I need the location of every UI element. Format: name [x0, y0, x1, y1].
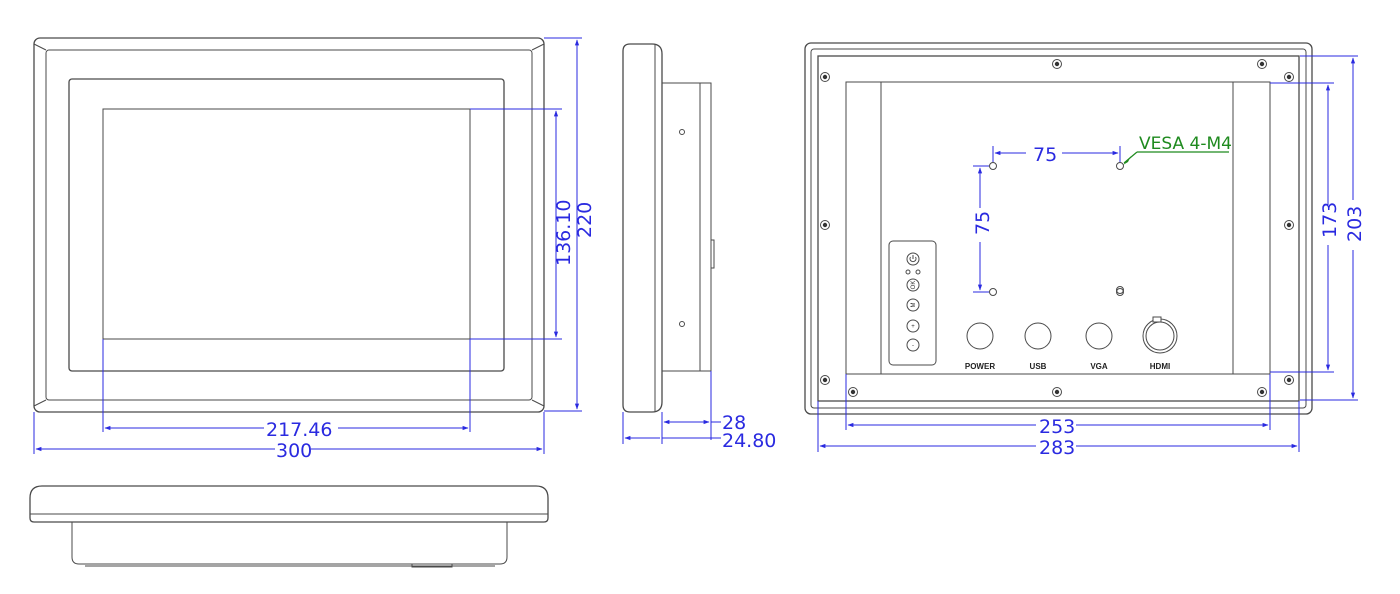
osd-minus-label: -	[912, 343, 914, 349]
mounting-screws	[820, 59, 1294, 397]
dim-vesa-horizontal: 75	[1033, 144, 1057, 166]
vesa-dimensions	[973, 146, 1121, 293]
front-dimensions	[33, 37, 582, 454]
osd-menu-label: M	[911, 303, 917, 308]
back-view	[804, 42, 1313, 415]
screw-icon	[1052, 387, 1062, 397]
side-dimensions	[622, 371, 721, 444]
port-hdmi-label: HDMI	[1150, 362, 1170, 371]
dim-back-outer-height: 203	[1344, 206, 1366, 242]
dim-back-inner-height: 173	[1319, 202, 1341, 238]
dim-back-outer-width: 283	[1039, 437, 1075, 459]
side-view	[622, 43, 715, 413]
dim-screen-width: 217.46	[266, 419, 332, 441]
dim-overall-width: 300	[276, 440, 312, 462]
connectors	[966, 286, 1178, 354]
port-vga-label: VGA	[1090, 362, 1108, 371]
osd-ok-label: OK	[911, 281, 917, 290]
bottom-view	[29, 485, 549, 568]
screw-icon	[820, 375, 830, 385]
screw-icon	[1284, 72, 1294, 82]
osd-plus-label: +	[911, 324, 915, 330]
back-dimensions	[817, 55, 1358, 452]
screw-icon	[848, 387, 858, 397]
screw-icon	[1284, 220, 1294, 230]
screw-icon	[1257, 59, 1267, 69]
dim-back-inner-width: 253	[1039, 416, 1075, 438]
dim-overall-height: 220	[574, 202, 596, 238]
dim-screen-height: 136.10	[553, 200, 575, 266]
vesa-label: VESA 4-M4	[1139, 134, 1232, 154]
dim-vesa-vertical: 75	[972, 211, 994, 235]
port-usb-label: USB	[1030, 362, 1047, 371]
screw-icon	[820, 220, 830, 230]
screw-icon	[820, 72, 830, 82]
screw-icon	[1284, 375, 1294, 385]
dim-depth-bezel: 24.80	[722, 430, 776, 452]
screw-icon	[1257, 387, 1267, 397]
vesa-holes	[989, 162, 1124, 296]
vesa-leader	[1123, 151, 1229, 165]
port-power-label: POWER	[965, 362, 995, 371]
osd-panel	[888, 240, 937, 366]
front-view	[33, 37, 545, 413]
screw-icon	[1052, 59, 1062, 69]
dim-depth-total: 28	[722, 412, 746, 434]
